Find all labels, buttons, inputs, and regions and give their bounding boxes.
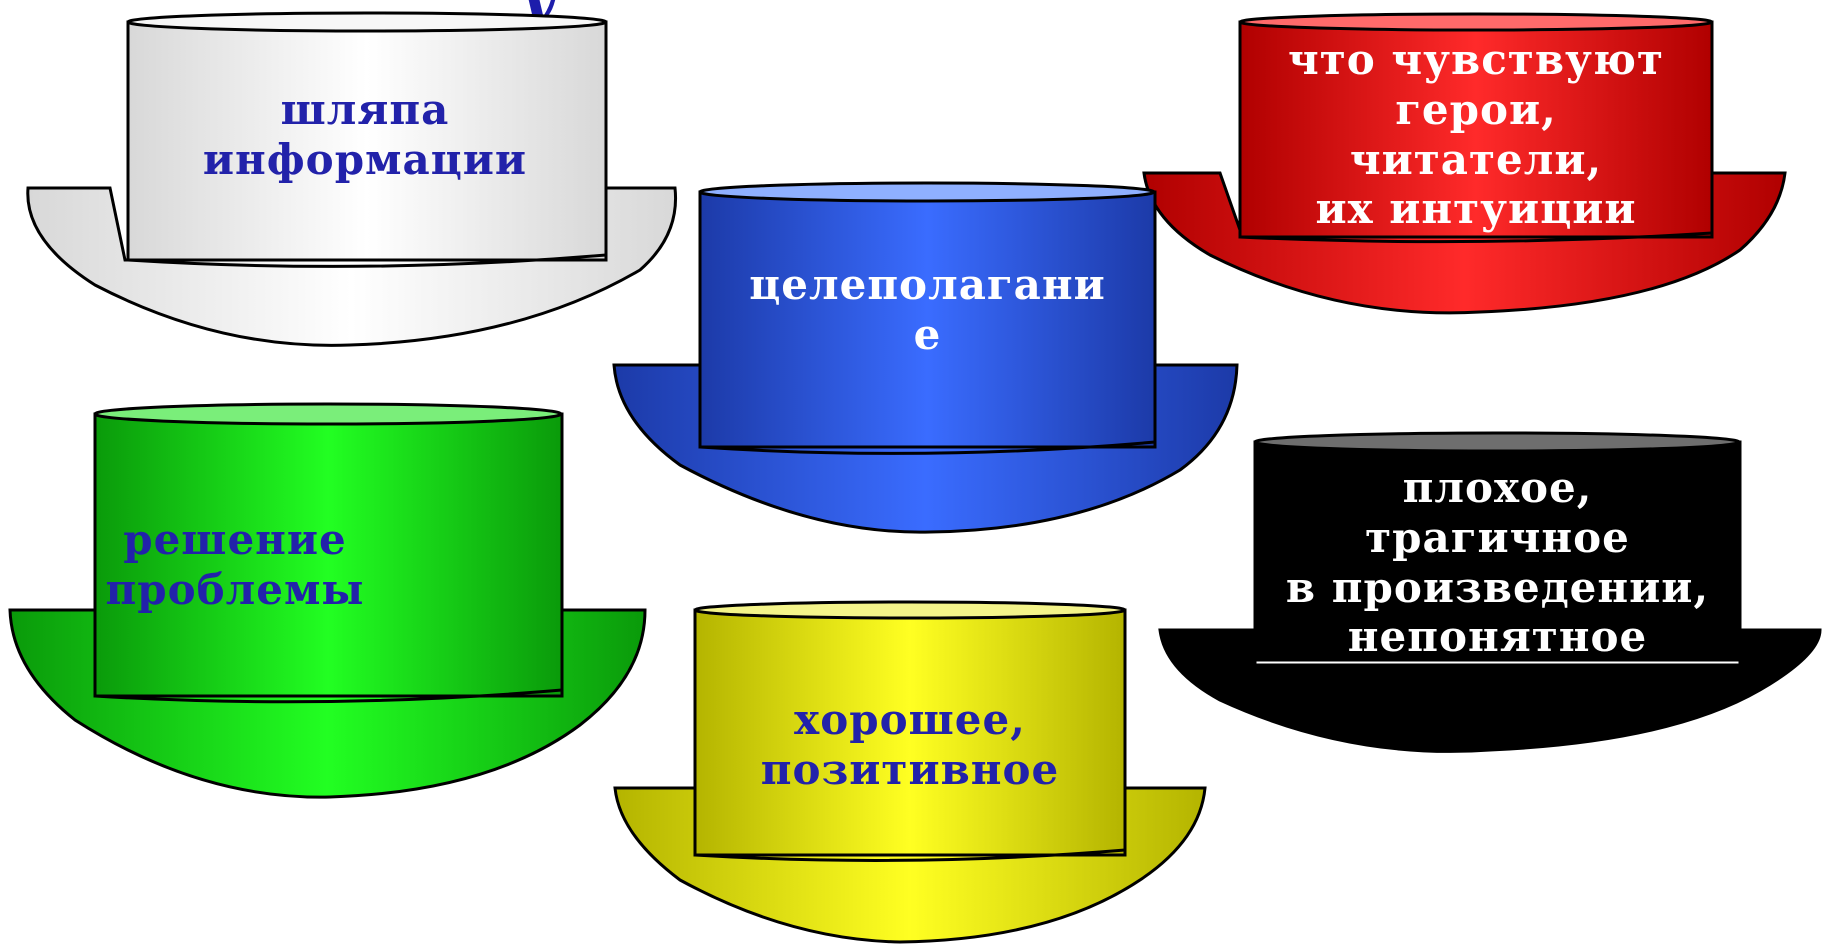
red-hat-icon xyxy=(1142,12,1787,315)
yellow-hat-label: хорошее, позитивное xyxy=(760,695,1060,794)
green-hat: решение проблемы xyxy=(0,400,660,810)
red-hat: что чувствуют герои, читатели, их интуиц… xyxy=(1140,0,1822,330)
black-hat-label: плохое, трагичное в произведении, непоня… xyxy=(1285,463,1710,662)
white-hat: шляпа информации xyxy=(0,0,700,360)
green-hat-icon xyxy=(8,402,647,799)
green-hat-label: решение проблемы xyxy=(105,515,365,614)
yellow-hat-icon xyxy=(613,600,1207,944)
yellow-hat: хорошее, позитивное xyxy=(610,590,1210,949)
blue-hat-icon xyxy=(612,181,1239,534)
blue-hat: целеполагани е xyxy=(610,180,1250,570)
white-hat-label: шляпа информации xyxy=(202,85,528,184)
black-hat-icon xyxy=(1158,431,1822,753)
red-hat-label: что чувствуют герои, читатели, их интуиц… xyxy=(1288,35,1664,234)
blue-hat-label: целеполагани е xyxy=(749,260,1106,359)
white-hat-icon xyxy=(26,11,678,347)
black-hat: плохое, трагичное в произведении, непоня… xyxy=(1158,430,1822,760)
